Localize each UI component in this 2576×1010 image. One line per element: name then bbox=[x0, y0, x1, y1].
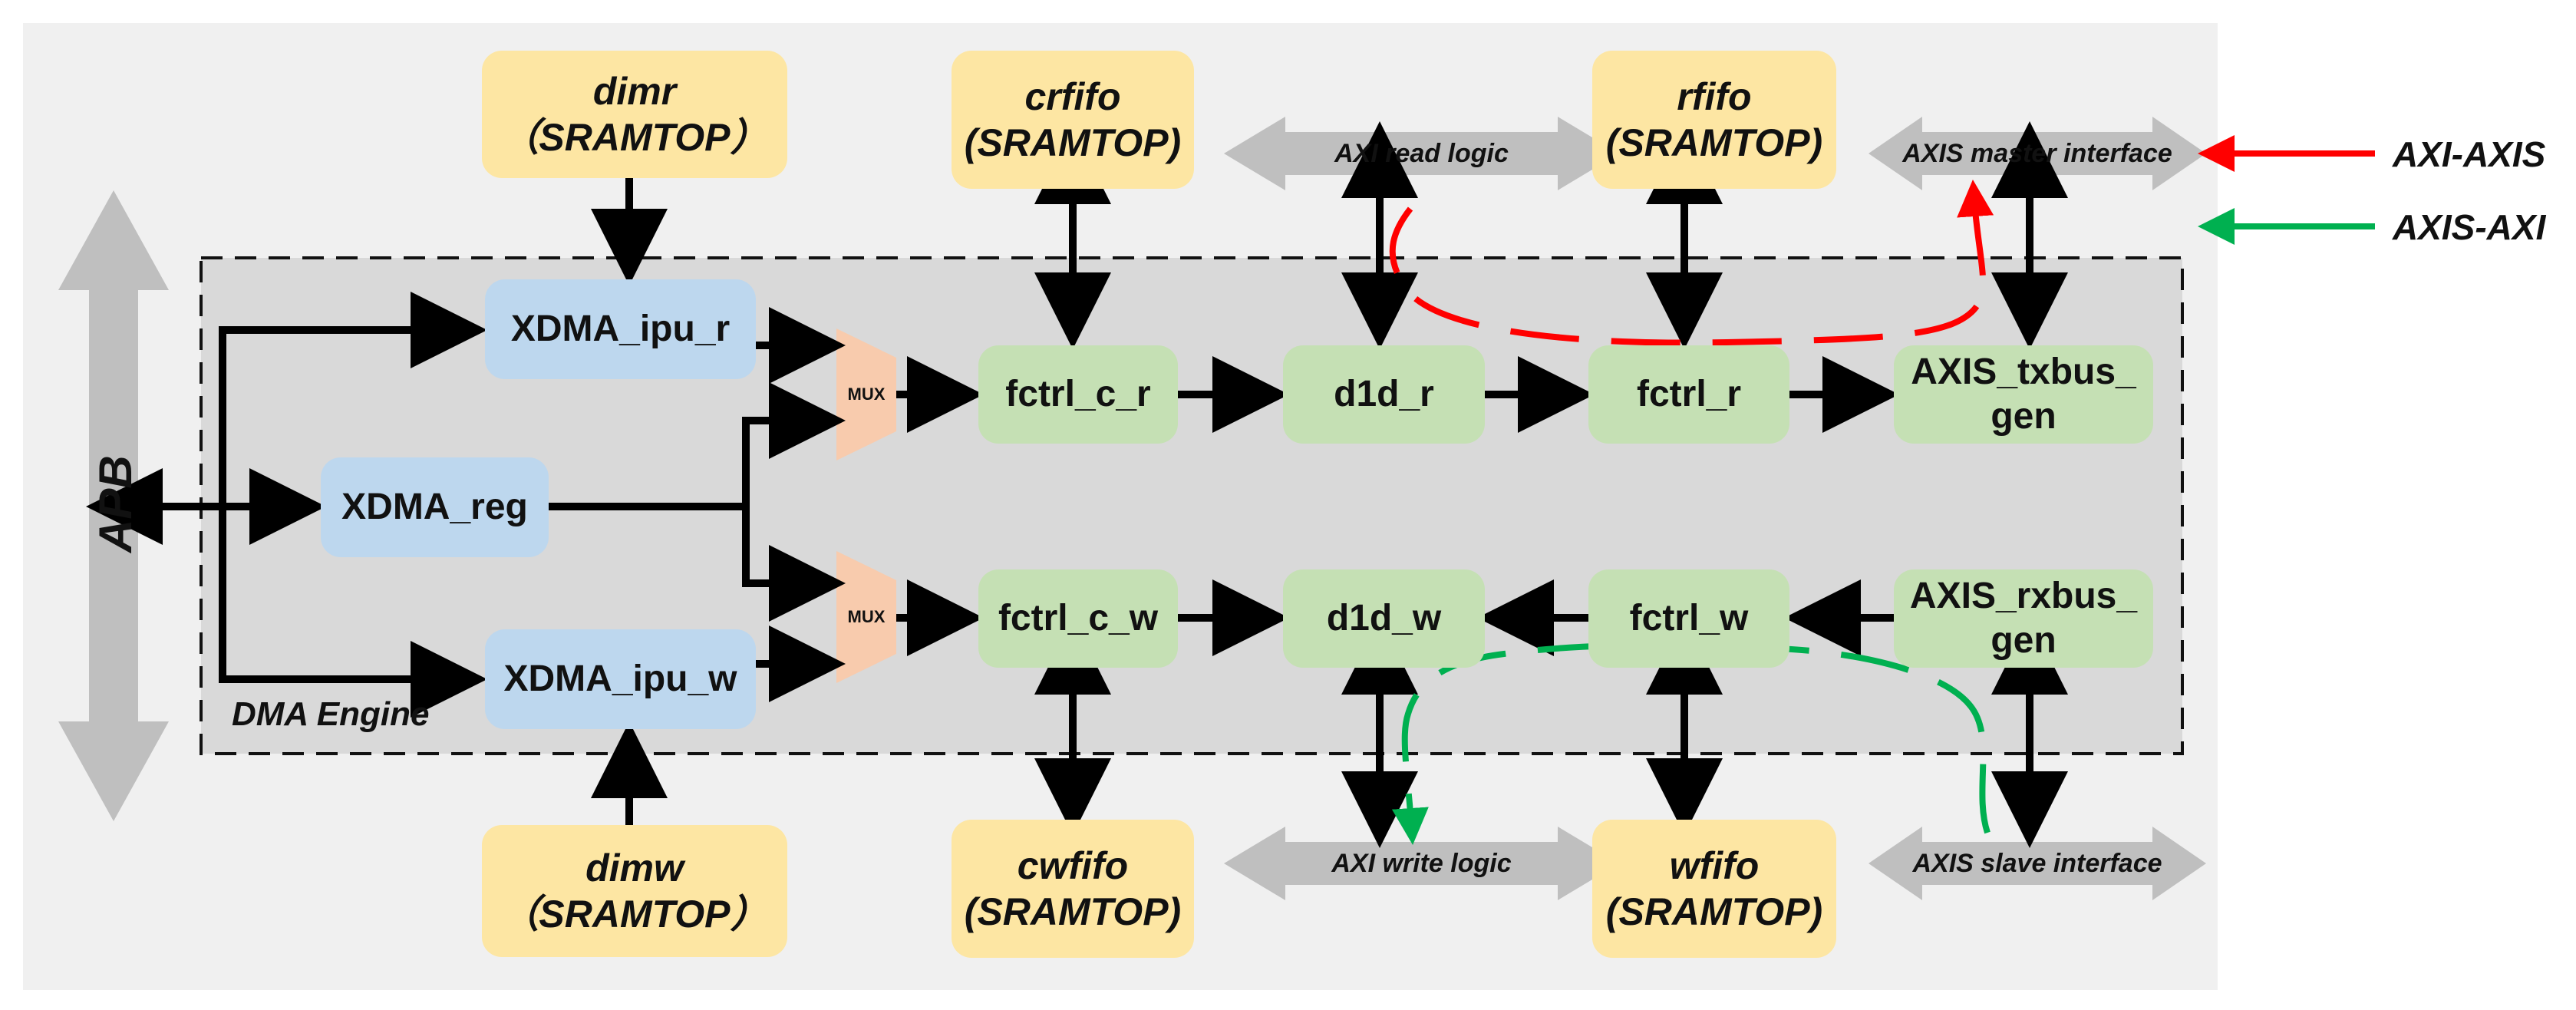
dimw-name: dimw bbox=[585, 847, 684, 890]
reg-to-ipu-r-wire bbox=[219, 292, 487, 507]
mux-top-shape bbox=[836, 328, 896, 460]
axi-write-label: AXI write logic bbox=[1331, 848, 1512, 878]
cwfifo-name: cwfifo bbox=[1017, 844, 1129, 887]
dimw-memory-box: dimw （SRAMTOP） bbox=[482, 825, 787, 957]
axis-master-label: AXIS master interface bbox=[1902, 138, 2172, 168]
mux-bottom-shape bbox=[836, 551, 896, 683]
dma-engine-label: DMA Engine bbox=[232, 695, 430, 733]
axis-rxbus-gen-line1: AXIS_rxbus_ bbox=[1909, 576, 2138, 617]
fctrl-c-w-box: fctrl_c_w bbox=[978, 569, 1178, 668]
fctrl-w-box: fctrl_w bbox=[1588, 569, 1789, 668]
axi-read-label: AXI read logic bbox=[1334, 138, 1509, 168]
xdma-ipu-r-box: XDMA_ipu_r bbox=[485, 279, 756, 379]
axis-slave-label: AXIS slave interface bbox=[1912, 848, 2162, 878]
dimr-sub: （SRAMTOP） bbox=[500, 116, 769, 159]
cwfifo-sub: (SRAMTOP) bbox=[964, 890, 1182, 933]
wfifo-sub: (SRAMTOP) bbox=[1605, 890, 1823, 933]
axi-read-bus-arrow bbox=[1224, 117, 1619, 190]
rfifo-memory-box: rfifo (SRAMTOP) bbox=[1592, 51, 1836, 189]
axis-rxbus-gen-line2: gen bbox=[1991, 620, 2057, 661]
axi-axis-path bbox=[1389, 180, 1994, 346]
d1d-r-box: d1d_r bbox=[1283, 345, 1485, 444]
dimr-memory-box: dimr （SRAMTOP） bbox=[482, 51, 787, 178]
axis-slave-bus-arrow bbox=[1869, 827, 2206, 900]
reg-to-mux-bottom-wire bbox=[742, 507, 846, 622]
crfifo-name: crfifo bbox=[1024, 75, 1121, 118]
axi-write-bus-arrow bbox=[1224, 827, 1619, 900]
xdma-reg-box: XDMA_reg bbox=[321, 457, 549, 557]
reg-to-mux-top-wire bbox=[742, 382, 846, 507]
fctrl-r-box: fctrl_r bbox=[1588, 345, 1789, 444]
dimr-name: dimr bbox=[592, 70, 677, 113]
crfifo-sub: (SRAMTOP) bbox=[964, 121, 1182, 164]
fctrl-c-r-box: fctrl_c_r bbox=[978, 345, 1178, 444]
axis-txbus-gen-line1: AXIS_txbus_ bbox=[1911, 352, 2136, 393]
mux-bottom: MUX bbox=[847, 607, 886, 626]
axis-txbus-gen-line2: gen bbox=[1991, 396, 2057, 437]
rfifo-name: rfifo bbox=[1677, 75, 1752, 118]
apb-label: APB bbox=[90, 455, 141, 553]
legend-axi-axis-label: AXI-AXIS bbox=[2393, 134, 2546, 174]
d1d-w-box: d1d_w bbox=[1283, 569, 1485, 668]
wfifo-memory-box: wfifo (SRAMTOP) bbox=[1592, 820, 1836, 958]
xdma-ipu-w-box: XDMA_ipu_w bbox=[485, 629, 756, 729]
cwfifo-memory-box: cwfifo (SRAMTOP) bbox=[952, 820, 1194, 958]
wfifo-name: wfifo bbox=[1669, 844, 1760, 887]
legend-axis-axi-label: AXIS-AXI bbox=[2393, 207, 2546, 247]
dimw-sub: （SRAMTOP） bbox=[500, 893, 769, 936]
rfifo-sub: (SRAMTOP) bbox=[1605, 121, 1823, 164]
mux-top: MUX bbox=[847, 385, 886, 404]
reg-to-ipu-w-wire bbox=[219, 507, 487, 718]
crfifo-memory-box: crfifo (SRAMTOP) bbox=[952, 51, 1194, 189]
axis-rxbus-gen-box: AXIS_rxbus_ gen bbox=[1894, 569, 2153, 668]
axis-txbus-gen-box: AXIS_txbus_ gen bbox=[1894, 345, 2153, 444]
